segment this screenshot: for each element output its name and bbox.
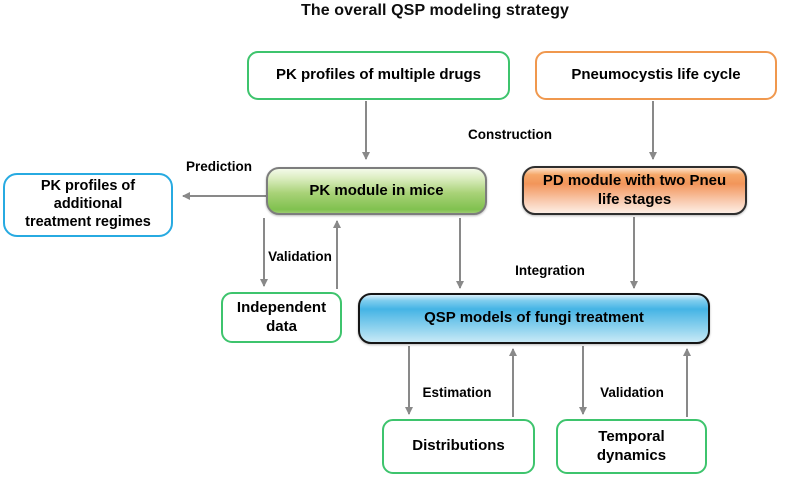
node-label: PK profiles of multiple drugs: [275, 66, 481, 84]
edge-label-prediction: Prediction: [185, 159, 252, 174]
node-label: PK module in mice: [309, 181, 444, 199]
node-pneumocystis-life-cycle: Pneumocystis life cycle: [535, 51, 777, 100]
node-pk-module-in-mice: PK module in mice: [266, 167, 487, 215]
node-qsp-models-fungi-treatment: QSP models of fungi treatment: [358, 293, 710, 344]
node-temporal-dynamics: Temporal dynamics: [556, 419, 707, 474]
node-label: Distributions: [412, 437, 505, 455]
node-label: Pneumocystis life cycle: [571, 66, 741, 84]
edge-label-estimation: Estimation: [422, 385, 492, 400]
edge-label-validation-pk: Validation: [268, 249, 332, 264]
edge-label-integration: Integration: [515, 263, 585, 278]
node-pk-profiles-additional-treatment-regimes: PK profiles of additional treatment regi…: [3, 173, 173, 237]
edge-label-validation-td: Validation: [600, 385, 664, 400]
node-label: QSP models of fungi treatment: [424, 309, 644, 327]
node-independent-data: Independent data: [221, 292, 342, 343]
diagram-title: The overall QSP modeling strategy: [301, 2, 569, 19]
edge-label-construction: Construction: [468, 127, 552, 142]
node-distributions: Distributions: [382, 419, 535, 474]
node-pk-profiles-multiple-drugs: PK profiles of multiple drugs: [247, 51, 510, 100]
node-label: Temporal dynamics: [596, 428, 667, 464]
node-label: PK profiles of additional treatment regi…: [25, 178, 151, 230]
node-pd-module-two-pneu-life-stages: PD module with two Pneu life stages: [522, 166, 747, 215]
node-label: Independent data: [236, 299, 327, 335]
node-label: PD module with two Pneu life stages: [542, 172, 727, 208]
